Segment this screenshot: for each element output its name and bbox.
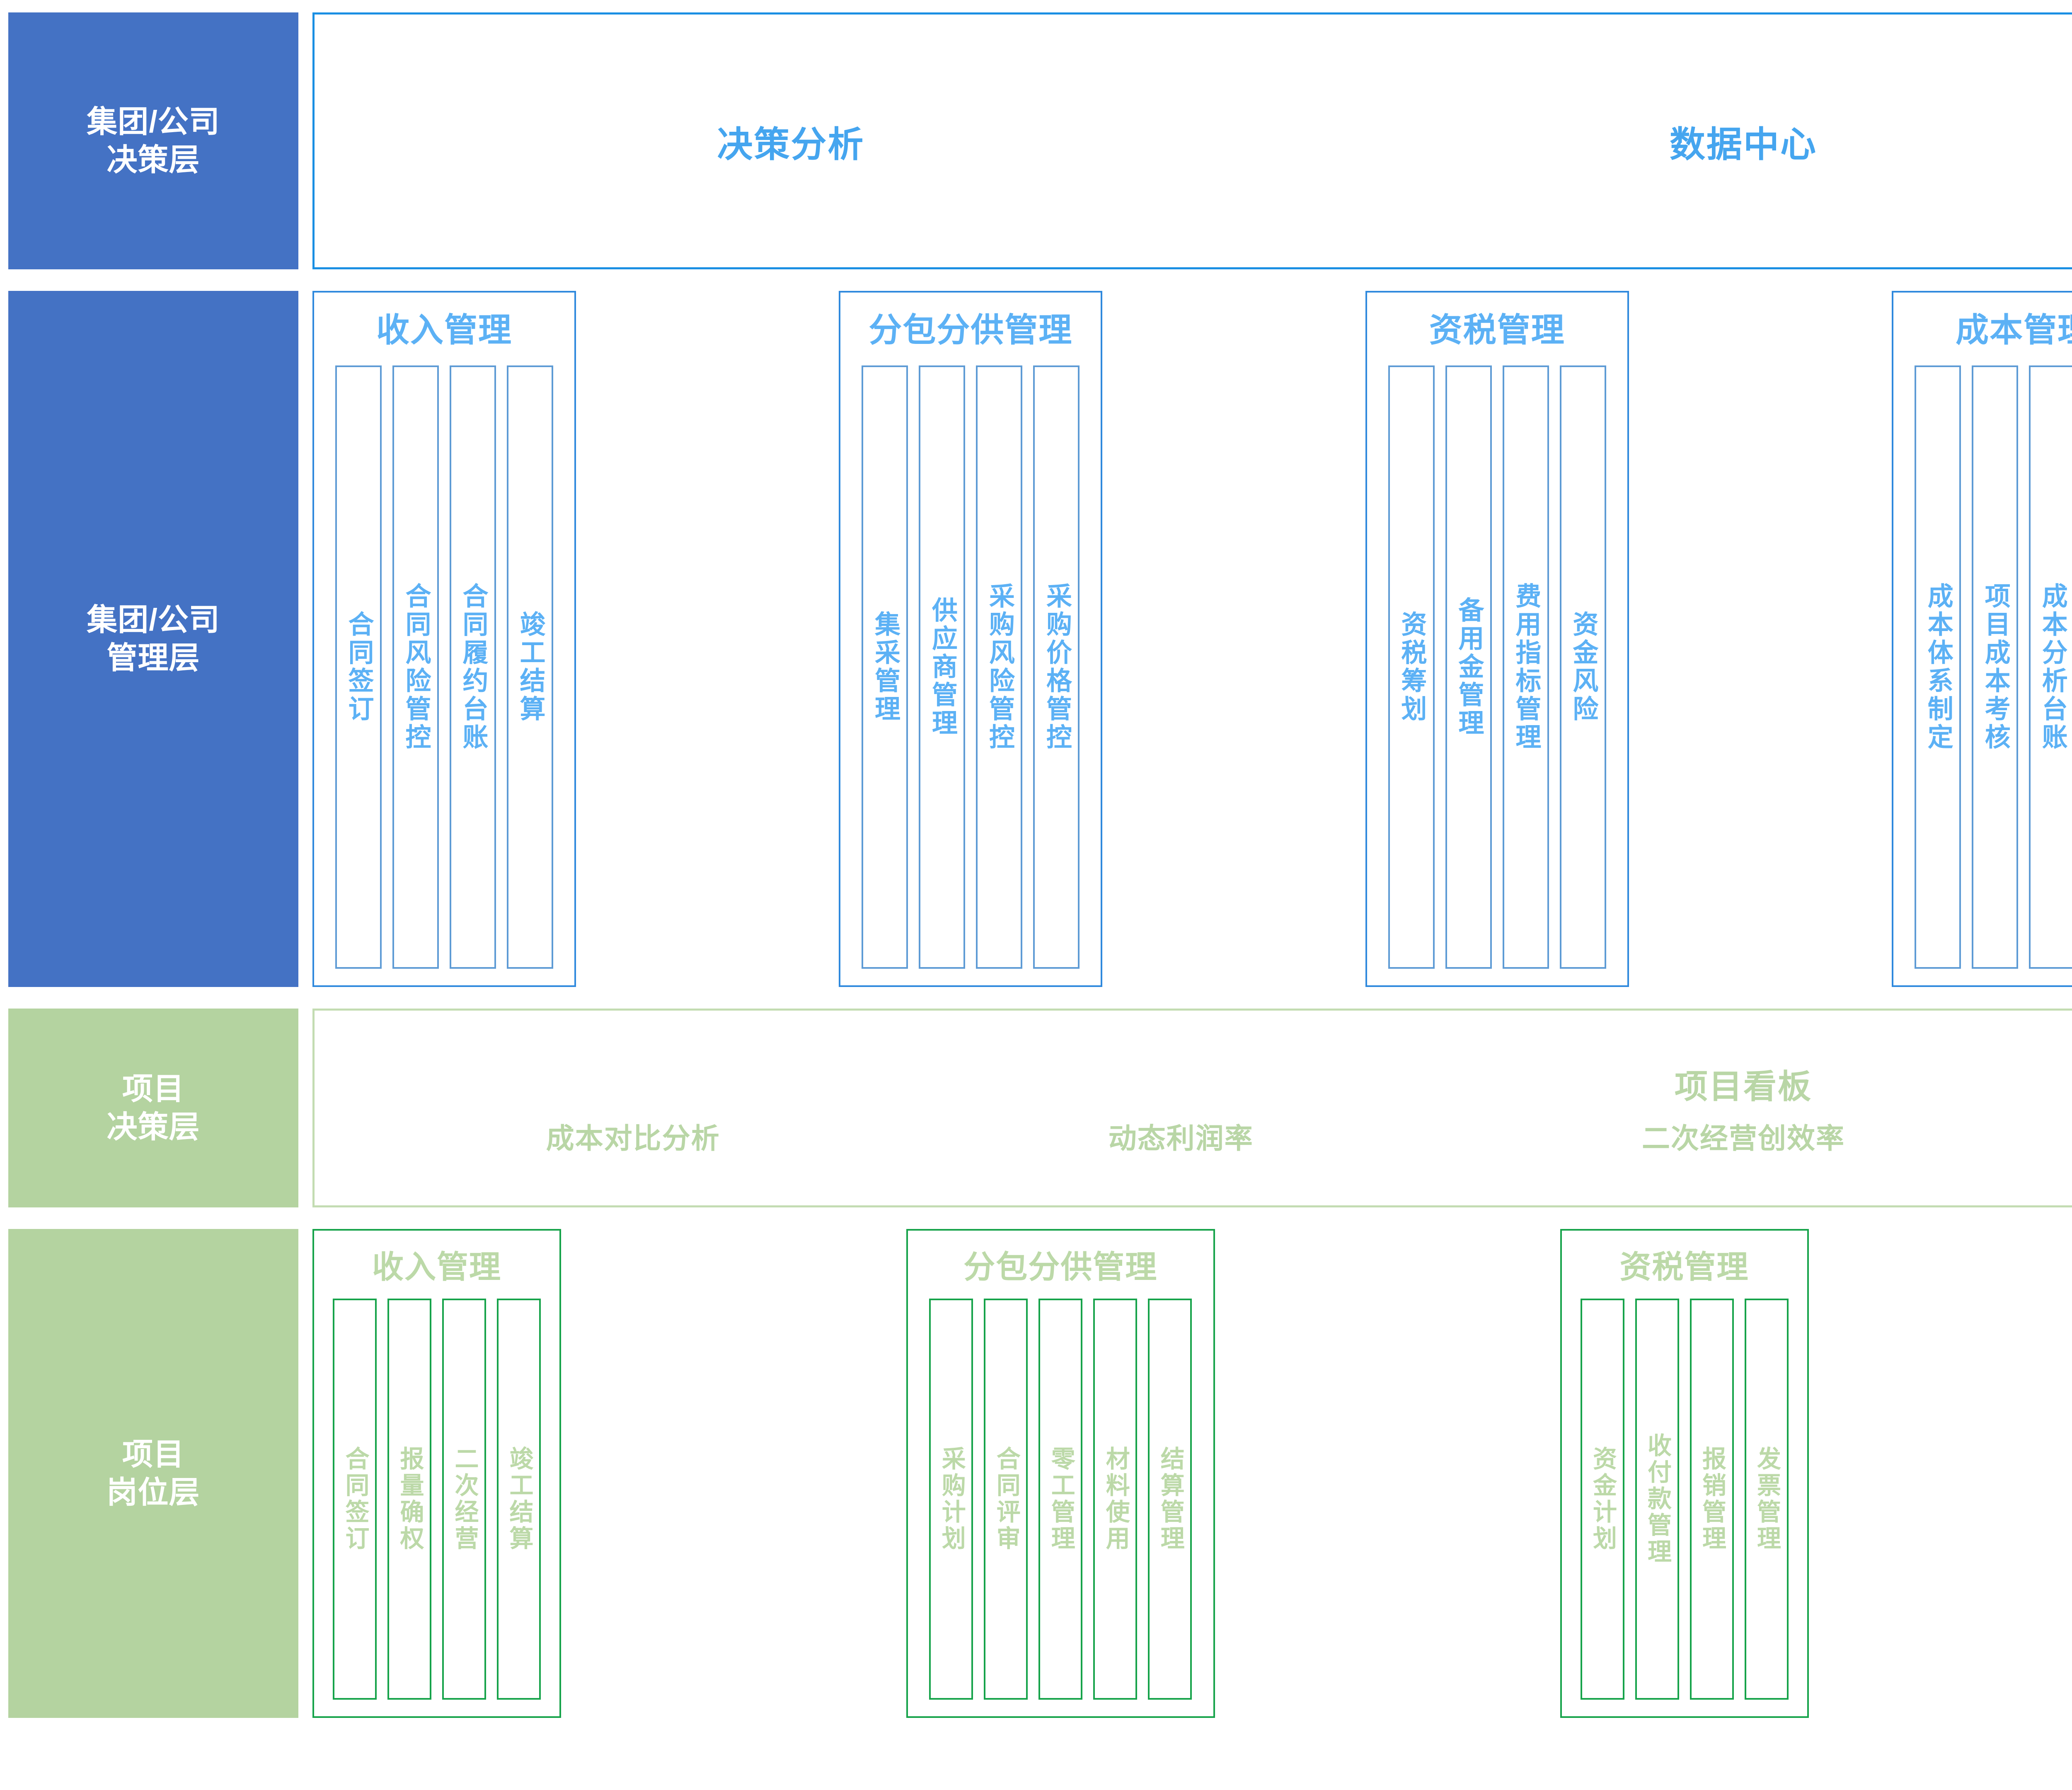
cell-expense-indicator-management[interactable]: 费用指标管理 bbox=[1502, 365, 1549, 969]
cell-contract-signing[interactable]: 合同签订 bbox=[333, 1299, 377, 1700]
cell-label: 成本体系制定 bbox=[1923, 583, 1952, 752]
group-title: 分包分供管理 bbox=[869, 312, 1073, 348]
cell-label: 合同评审 bbox=[992, 1446, 1020, 1552]
layer-label-project-decision: 项目 决策层 bbox=[8, 1009, 298, 1207]
kanban-title: 项目看板 bbox=[1675, 1068, 1812, 1105]
kanban-item-cost-comparison-analysis[interactable]: 成本对比分析 bbox=[546, 1122, 720, 1154]
group-title: 收入管理 bbox=[372, 1250, 501, 1285]
group-title: 资税管理 bbox=[1429, 312, 1565, 348]
kanban-item-secondary-operation-efficiency[interactable]: 二次经营创效率 bbox=[1641, 1122, 1845, 1154]
decision-item-analysis[interactable]: 决策分析 bbox=[717, 124, 865, 164]
group-cells: 资税筹划 备用金管理 费用指标管理 资金风险 bbox=[1378, 365, 1617, 969]
cell-label: 供应商管理 bbox=[927, 597, 956, 738]
group-income-management[interactable]: 收入管理 合同签订 合同风险管控 合同履约台账 竣工结算 bbox=[312, 291, 576, 987]
cell-completion-settlement[interactable]: 竣工结算 bbox=[497, 1299, 541, 1700]
cell-label: 竣工结算 bbox=[506, 1446, 533, 1552]
cell-supplier-management[interactable]: 供应商管理 bbox=[919, 365, 966, 969]
cell-cost-system-formulation[interactable]: 成本体系制定 bbox=[1915, 365, 1961, 969]
project-group-fund-tax-management[interactable]: 资税管理 资金计划 收付款管理 报销管理 发票管理 bbox=[1560, 1229, 1809, 1718]
project-groups: 收入管理 合同签订 报量确权 二次经营 竣工结算 分包分供管理 采购计划 合同评… bbox=[312, 1229, 2072, 1718]
decision-item-data-center[interactable]: 数据中心 bbox=[1670, 124, 1817, 164]
cell-label: 零工管理 bbox=[1047, 1446, 1075, 1552]
group-cells: 合同签订 报量确权 二次经营 竣工结算 bbox=[325, 1299, 549, 1700]
kanban-item-dynamic-profit-rate[interactable]: 动态利润率 bbox=[1108, 1122, 1254, 1154]
cell-settlement-management[interactable]: 结算管理 bbox=[1148, 1299, 1192, 1700]
cell-label: 合同签订 bbox=[341, 1446, 369, 1552]
cell-label: 费用指标管理 bbox=[1511, 583, 1540, 752]
cell-quantity-confirmation[interactable]: 报量确权 bbox=[387, 1299, 431, 1700]
cell-tax-planning[interactable]: 资税筹划 bbox=[1388, 365, 1435, 969]
cell-receipt-payment-management[interactable]: 收付款管理 bbox=[1635, 1299, 1679, 1700]
layer-label-corporate-management: 集团/公司 管理层 bbox=[8, 291, 298, 987]
cell-label: 集采管理 bbox=[870, 611, 899, 723]
project-group-income-management[interactable]: 收入管理 合同签订 报量确权 二次经营 竣工结算 bbox=[312, 1229, 561, 1718]
group-title: 成本管理 bbox=[1956, 312, 2072, 348]
cell-label: 二次经营 bbox=[451, 1446, 478, 1552]
group-cells: 成本体系制定 项目成本考核 成本分析台账 成本指标管理 bbox=[1904, 365, 2072, 969]
cell-procurement-risk-control[interactable]: 采购风险管控 bbox=[976, 365, 1023, 969]
cell-label: 合同履约台账 bbox=[458, 583, 487, 752]
cell-label: 报量确权 bbox=[396, 1446, 424, 1552]
cell-completion-settlement[interactable]: 竣工结算 bbox=[507, 365, 553, 969]
project-decision-row: 项目 决策层 项目看板 成本对比分析 动态利润率 二次经营创效率 产值确权率 项… bbox=[8, 1009, 2072, 1207]
cell-reimbursement-management[interactable]: 报销管理 bbox=[1690, 1299, 1734, 1700]
group-cells: 资金计划 收付款管理 报销管理 发票管理 bbox=[1573, 1299, 1796, 1700]
cell-material-usage[interactable]: 材料使用 bbox=[1093, 1299, 1138, 1700]
cell-petty-cash-management[interactable]: 备用金管理 bbox=[1445, 365, 1492, 969]
group-cost-management[interactable]: 成本管理 成本体系制定 项目成本考核 成本分析台账 成本指标管理 bbox=[1892, 291, 2072, 987]
cell-contract-performance-ledger[interactable]: 合同履约台账 bbox=[450, 365, 496, 969]
cell-project-cost-assessment[interactable]: 项目成本考核 bbox=[1972, 365, 2019, 969]
cell-temporary-labor-management[interactable]: 零工管理 bbox=[1038, 1299, 1083, 1700]
group-title: 分包分供管理 bbox=[963, 1250, 1158, 1285]
corporate-decision-row: 集团/公司 决策层 决策分析 数据中心 企业知识库 bbox=[8, 12, 2072, 269]
cell-label: 材料使用 bbox=[1102, 1446, 1129, 1552]
layer-label-project-position: 项目 岗位层 bbox=[8, 1229, 298, 1718]
cell-label: 资金计划 bbox=[1589, 1446, 1616, 1552]
cell-label: 采购风险管控 bbox=[985, 583, 1014, 752]
group-subcontract-supply-management[interactable]: 分包分供管理 集采管理 供应商管理 采购风险管控 采购价格管控 bbox=[839, 291, 1103, 987]
group-cells: 采购计划 合同评审 零工管理 材料使用 结算管理 bbox=[919, 1299, 1203, 1700]
cell-label: 采购计划 bbox=[938, 1446, 965, 1552]
cell-contract-review[interactable]: 合同评审 bbox=[984, 1299, 1028, 1700]
project-position-row: 项目 岗位层 收入管理 合同签订 报量确权 二次经营 竣工结算 分包分供管理 采… bbox=[8, 1229, 2072, 1718]
decision-panel: 决策分析 数据中心 企业知识库 bbox=[312, 12, 2072, 269]
cell-fund-risk[interactable]: 资金风险 bbox=[1559, 365, 1606, 969]
layer-label-corporate-decision: 集团/公司 决策层 bbox=[8, 12, 298, 269]
cell-contract-risk-control[interactable]: 合同风险管控 bbox=[392, 365, 439, 969]
group-title: 资税管理 bbox=[1619, 1250, 1749, 1285]
cell-label: 备用金管理 bbox=[1454, 597, 1483, 738]
cell-label: 合同风险管控 bbox=[401, 583, 430, 752]
cell-centralized-procurement[interactable]: 集采管理 bbox=[862, 365, 908, 969]
cell-cost-analysis-ledger[interactable]: 成本分析台账 bbox=[2029, 365, 2072, 969]
cell-label: 合同签订 bbox=[344, 611, 373, 723]
group-title: 收入管理 bbox=[376, 312, 512, 348]
cell-fund-plan[interactable]: 资金计划 bbox=[1580, 1299, 1624, 1700]
project-kanban-panel: 项目看板 成本对比分析 动态利润率 二次经营创效率 产值确权率 项目经营月报 bbox=[312, 1009, 2072, 1207]
project-group-subcontract-supply-management[interactable]: 分包分供管理 采购计划 合同评审 零工管理 材料使用 结算管理 bbox=[906, 1229, 1215, 1718]
group-cells: 合同签订 合同风险管控 合同履约台账 竣工结算 bbox=[325, 365, 564, 969]
corporate-management-row: 集团/公司 管理层 收入管理 合同签订 合同风险管控 合同履约台账 竣工结算 分… bbox=[8, 291, 2072, 987]
cell-contract-signing[interactable]: 合同签订 bbox=[335, 365, 382, 969]
cell-label: 收付款管理 bbox=[1644, 1433, 1671, 1565]
group-fund-tax-management[interactable]: 资税管理 资税筹划 备用金管理 费用指标管理 资金风险 bbox=[1365, 291, 1629, 987]
cell-label: 项目成本考核 bbox=[1980, 583, 2009, 752]
cell-invoice-management[interactable]: 发票管理 bbox=[1744, 1299, 1789, 1700]
cell-secondary-operation[interactable]: 二次经营 bbox=[442, 1299, 486, 1700]
kanban-items: 成本对比分析 动态利润率 二次经营创效率 产值确权率 项目经营月报 bbox=[315, 1115, 2072, 1156]
cell-procurement-price-control[interactable]: 采购价格管控 bbox=[1033, 365, 1080, 969]
corporate-groups: 收入管理 合同签订 合同风险管控 合同履约台账 竣工结算 分包分供管理 集采管理… bbox=[312, 291, 2072, 987]
cell-label: 资税筹划 bbox=[1397, 611, 1426, 723]
cell-label: 发票管理 bbox=[1753, 1446, 1780, 1552]
cell-label: 采购价格管控 bbox=[1042, 583, 1071, 752]
cell-label: 报销管理 bbox=[1698, 1446, 1726, 1552]
cell-label: 结算管理 bbox=[1157, 1446, 1184, 1552]
cell-procurement-plan[interactable]: 采购计划 bbox=[929, 1299, 973, 1700]
cell-label: 资金风险 bbox=[1569, 611, 1598, 723]
group-cells: 集采管理 供应商管理 采购风险管控 采购价格管控 bbox=[851, 365, 1090, 969]
cell-label: 成本分析台账 bbox=[2038, 583, 2067, 752]
cell-label: 竣工结算 bbox=[516, 611, 545, 723]
